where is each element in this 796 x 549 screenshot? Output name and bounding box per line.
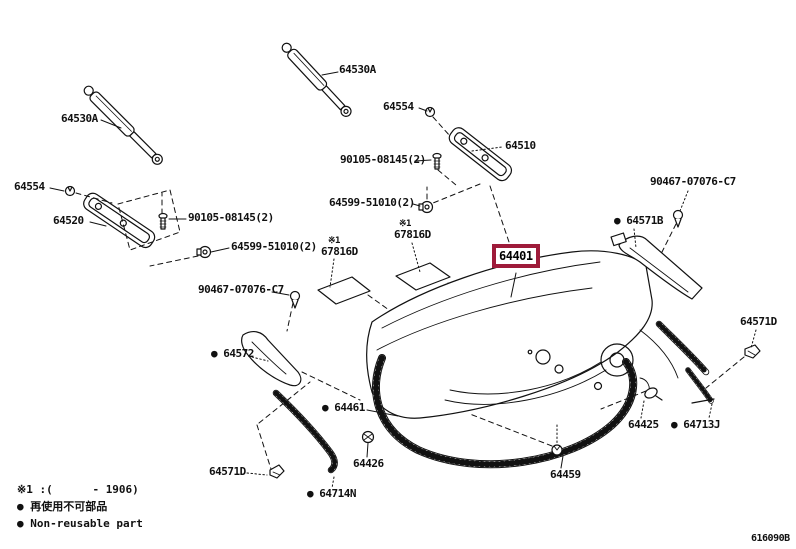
label-64599-left[interactable]: 64599-51010(2) (231, 240, 317, 253)
figure-code: 616090B (751, 533, 790, 544)
label-90105-left[interactable]: 90105-08145(2) (188, 211, 274, 224)
legend-nonreusable-en: ● Non-reusable part (17, 517, 143, 530)
label-64461[interactable]: ● 64461 (322, 401, 365, 414)
bolt-90105-top-drawing (432, 152, 442, 170)
label-64713j[interactable]: ● 64713J (671, 418, 720, 431)
clip-64571d-left-drawing (269, 464, 285, 479)
clip-64459-drawing (551, 444, 563, 456)
label-64554-left[interactable]: 64554 (14, 180, 45, 193)
clip-64554-left-drawing (64, 185, 76, 197)
label-64554-top[interactable]: 64554 (383, 100, 414, 113)
bracket-64572-drawing (241, 330, 302, 387)
trim-64713-drawing (655, 320, 715, 404)
nut-64599-left-drawing (196, 245, 212, 259)
label-64571d-right[interactable]: 64571D (740, 315, 777, 328)
strut-right-drawing (281, 42, 352, 117)
label-64571b[interactable]: ● 64571B (614, 214, 663, 227)
pad-67816d-left-drawing (317, 276, 371, 305)
label-64510[interactable]: 64510 (505, 139, 536, 152)
leader-lines-dotted (246, 146, 757, 489)
leader-lines-solid (49, 71, 564, 469)
label-64425[interactable]: 64425 (628, 418, 659, 431)
label-64530a-right[interactable]: 64530A (339, 63, 376, 76)
garnish-64714n-drawing (272, 389, 338, 474)
label-90467-left[interactable]: 90467-07076-C7 (198, 283, 284, 296)
label-note-marker-left: ※1 (328, 236, 340, 246)
bolt-90467-right-drawing (672, 209, 684, 228)
label-note-marker-right: ※1 (399, 219, 411, 229)
nut-64599-mid-drawing (418, 200, 434, 214)
label-64530a-left[interactable]: 64530A (61, 112, 98, 125)
hinge-64510-drawing (448, 127, 513, 182)
label-64714n[interactable]: ● 64714N (307, 487, 356, 500)
clip-64571d-right-drawing (744, 344, 761, 359)
label-64599-mid[interactable]: 64599-51010(2) (329, 196, 415, 209)
cushion-64425-drawing (644, 387, 663, 401)
label-90105-top[interactable]: 90105-08145(2) (340, 153, 426, 166)
strut-left-drawing (83, 85, 163, 165)
bolt-90105-left-drawing (158, 212, 168, 230)
bolt-90467-left-drawing (289, 290, 301, 309)
label-67816d-right[interactable]: 67816D (394, 228, 431, 241)
label-64459[interactable]: 64459 (550, 468, 581, 481)
label-64571d-left[interactable]: 64571D (209, 465, 246, 478)
label-67816d-left[interactable]: 67816D (321, 245, 358, 258)
label-64520[interactable]: 64520 (53, 214, 84, 227)
label-64426[interactable]: 64426 (353, 457, 384, 470)
clip-64554-top-drawing (424, 106, 436, 118)
label-90467-right[interactable]: 90467-07076-C7 (650, 175, 736, 188)
label-64572[interactable]: ● 64572 (211, 347, 254, 360)
legend-nonreusable-jp: ● 再使用不可部品 (17, 500, 108, 513)
garnish-64571b-drawing (610, 232, 703, 300)
label-64401-highlighted[interactable]: 64401 (492, 244, 540, 268)
trunk-lid-64401-drawing (366, 250, 679, 419)
grommet-64426-drawing (361, 430, 375, 444)
hinge-64520-drawing (83, 192, 156, 249)
legend-note1: ※1 :( - 1906) (17, 483, 139, 496)
weatherstrip-64461-drawing (372, 354, 638, 469)
